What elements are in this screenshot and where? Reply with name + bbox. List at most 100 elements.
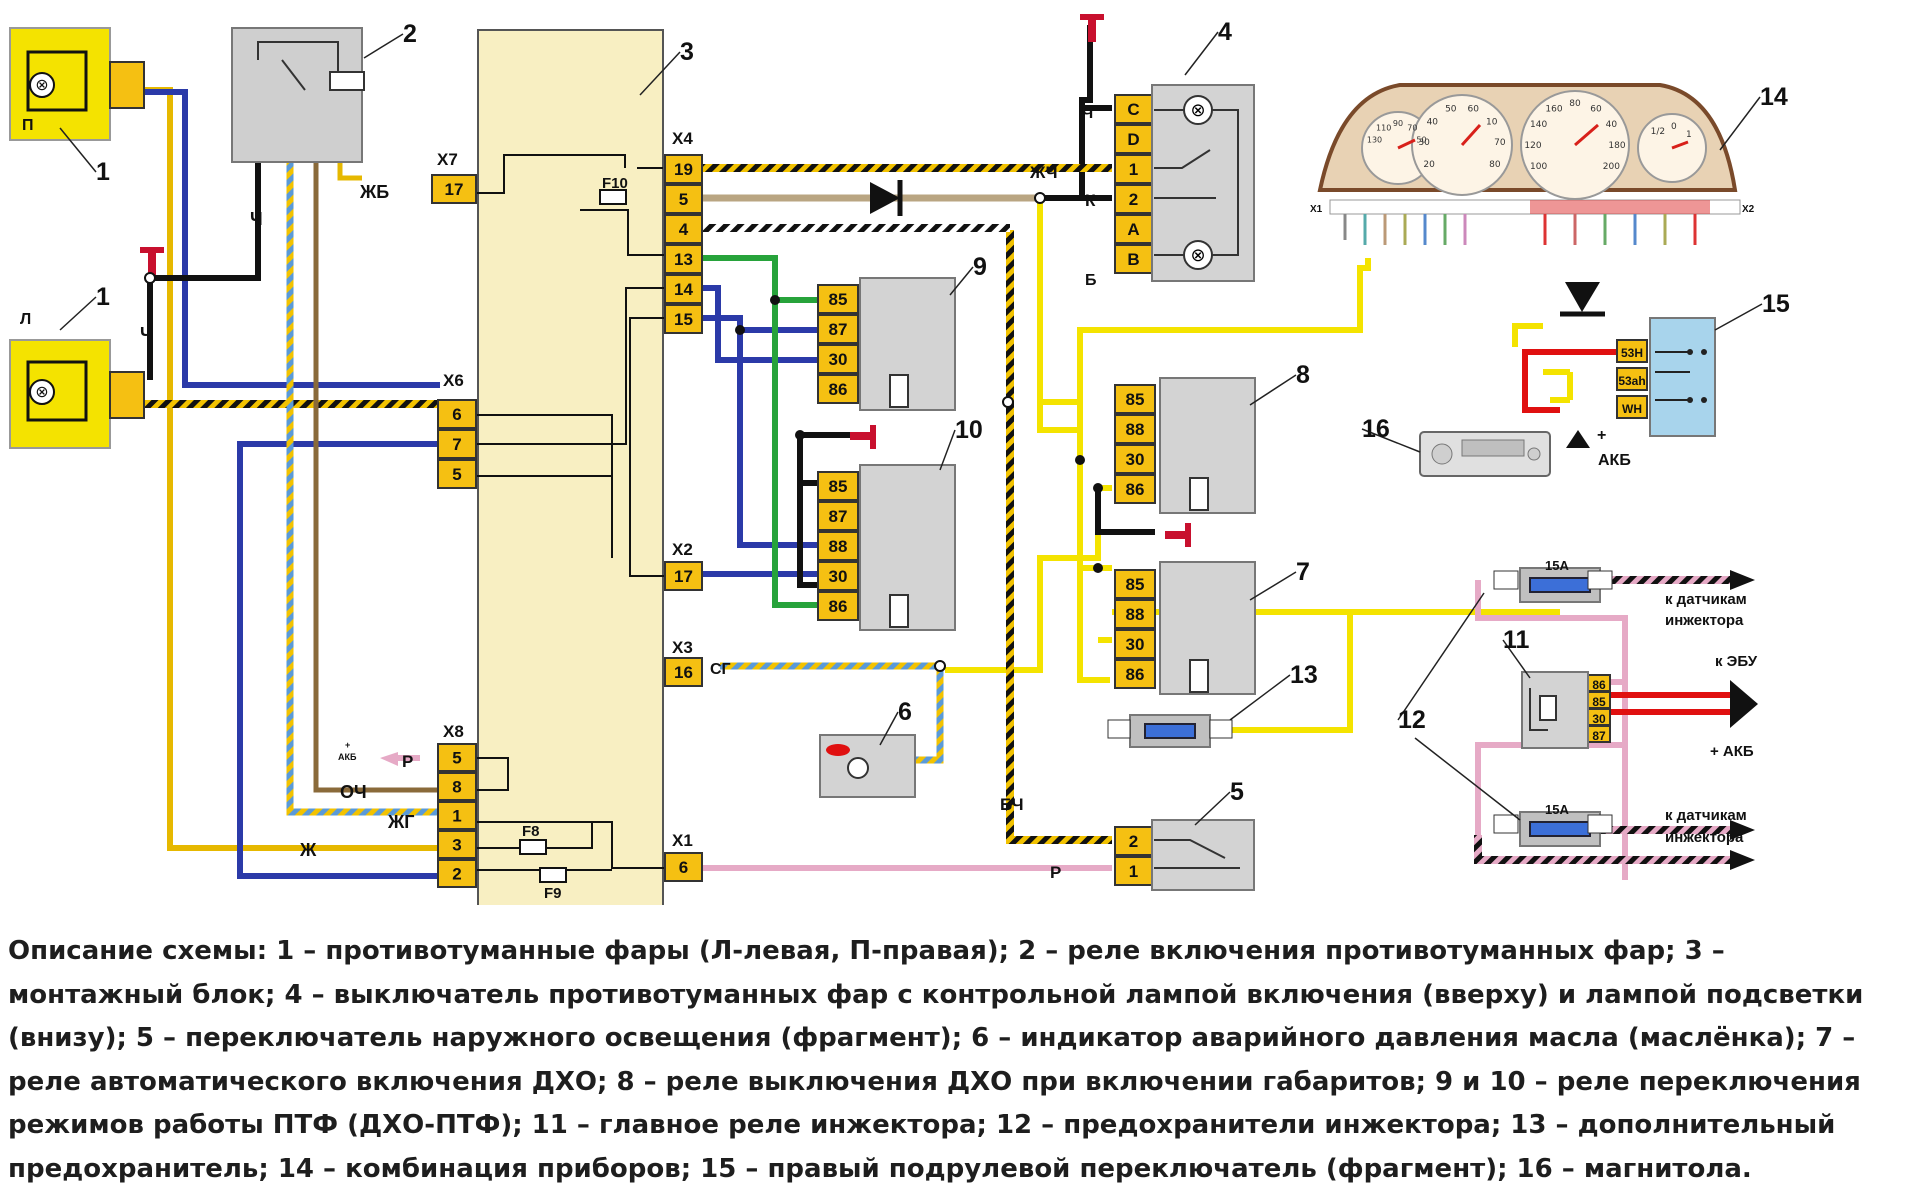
svg-text:88: 88: [1126, 420, 1145, 439]
svg-text:15: 15: [674, 310, 693, 329]
component-number-6: 6: [898, 698, 912, 726]
gauge-tick: 130: [1367, 135, 1382, 144]
sw15-pin-53H: 53H: [1616, 339, 1648, 363]
cluster-x2: X2: [1742, 204, 1755, 215]
gauge-tick: 70: [1494, 138, 1506, 148]
gauge-tick: 110: [1376, 124, 1391, 133]
relay8-pin-86: 86: [1114, 474, 1156, 504]
svg-text:88: 88: [829, 537, 848, 556]
diode-main: [870, 180, 903, 216]
svg-text:1: 1: [1129, 862, 1138, 881]
gauge-tick: 120: [1524, 141, 1541, 151]
fuse-12-top-rating: 15A: [1545, 558, 1569, 573]
gauge-tick: 100: [1530, 162, 1547, 172]
x4-pin-14: 14: [664, 274, 703, 304]
gauge-tick: 160: [1545, 105, 1562, 115]
x1-label: X1: [672, 831, 693, 850]
svg-text:1: 1: [1129, 160, 1138, 179]
gauge-tick: 80: [1569, 99, 1581, 109]
x3-pin-16: 16: [664, 657, 703, 687]
gauge-tick: 40: [1427, 117, 1439, 127]
x7-label: X7: [437, 150, 458, 169]
gauge-tick: 60: [1590, 105, 1602, 115]
svg-text:53H: 53H: [1621, 346, 1643, 360]
svg-text:2: 2: [1129, 190, 1138, 209]
gauge-tick: 140: [1530, 120, 1547, 130]
akb-plus: +: [1597, 427, 1606, 444]
relay-7: [1159, 561, 1256, 695]
x8-pin-1: 1: [437, 801, 477, 830]
wire-ch-1: Ч: [250, 209, 263, 229]
component-number-14: 14: [1760, 83, 1788, 111]
svg-text:2: 2: [1129, 832, 1138, 851]
steering-switch: [1649, 317, 1716, 437]
component-number-7: 7: [1296, 558, 1310, 586]
svg-text:⊗: ⊗: [35, 382, 48, 401]
wire-och: ОЧ: [340, 782, 367, 802]
x1-pin-6: 6: [664, 852, 703, 882]
switch4-pin-2: 2: [1114, 184, 1153, 214]
relay7-pin-88: 88: [1114, 599, 1156, 629]
akb-small: АКБ: [338, 752, 357, 762]
relay-8: [1159, 377, 1256, 514]
to-injectors-top-1: к датчикам: [1665, 591, 1747, 608]
svg-text:86: 86: [1126, 665, 1145, 684]
component-number-12: 12: [1398, 706, 1426, 734]
gauge-tick: 50: [1416, 135, 1426, 144]
fuse-f10-label: F10: [602, 175, 628, 192]
component-number-9: 9: [973, 253, 987, 281]
relay11-pin-30: 30: [1587, 708, 1611, 726]
x4-pin-15: 15: [664, 304, 703, 334]
component-number-10: 10: [955, 416, 983, 444]
connection-arrows: [1566, 430, 1758, 870]
svg-text:85: 85: [1126, 575, 1145, 594]
component-number-13: 13: [1290, 661, 1318, 689]
to-injectors-bottom-2: инжектора: [1665, 829, 1744, 846]
wiring-diagram: F10 F8 F9 X4 X7 X6 X2 X3 X8 X1 858730861…: [9, 14, 1790, 909]
x8-pin-2: 2: [437, 859, 477, 888]
relay11-pin-85: 85: [1587, 691, 1611, 709]
svg-text:85: 85: [1592, 695, 1606, 709]
switch5-pin-1: 1: [1114, 856, 1153, 886]
fog-light-left: ⊗: [9, 339, 145, 449]
component-number-1: 1: [96, 158, 110, 186]
oil-pressure-indicator: [819, 734, 916, 798]
svg-text:87: 87: [1592, 729, 1606, 743]
injector-fuse-top: [1493, 567, 1613, 603]
wire-k: К: [1085, 191, 1096, 210]
relay10-pin-88: 88: [817, 531, 859, 561]
component-number-8: 8: [1296, 361, 1310, 389]
gauge-tick: 1: [1686, 130, 1692, 140]
to-ecu-label: к ЭБУ: [1715, 653, 1758, 670]
fuse-f9-label: F9: [544, 885, 562, 902]
akb-small-plus: +: [345, 740, 350, 750]
x4-pin-19: 19: [664, 154, 703, 184]
akb-label: АКБ: [1598, 452, 1631, 469]
x3-label: X3: [672, 638, 693, 657]
car-radio: [1419, 431, 1551, 477]
svg-text:86: 86: [829, 380, 848, 399]
relay10-pin-87: 87: [817, 501, 859, 531]
x6-pin-6: 6: [437, 399, 477, 429]
svg-text:30: 30: [829, 567, 848, 586]
svg-text:C: C: [1127, 100, 1139, 119]
fog-switch: ⊗ ⊗: [1151, 84, 1255, 282]
gauge-tick: 200: [1603, 162, 1620, 172]
component-number-5: 5: [1230, 778, 1244, 806]
wire-r-2: Р: [1050, 863, 1061, 882]
relay10-pin-30: 30: [817, 561, 859, 591]
x8-pin-3: 3: [437, 830, 477, 859]
wire-ch-2: Ч: [140, 324, 153, 344]
switch4-pin-B: B: [1114, 244, 1153, 274]
gauge-tick: 180: [1608, 141, 1625, 151]
svg-text:3: 3: [452, 836, 461, 855]
relay8-pin-85: 85: [1114, 384, 1156, 414]
svg-text:⊗: ⊗: [1190, 100, 1205, 121]
svg-text:13: 13: [674, 250, 693, 269]
fog-light-left-label: Л: [20, 311, 31, 328]
svg-text:88: 88: [1126, 605, 1145, 624]
gauge-tick: 70: [1407, 124, 1417, 133]
relay11-pin-87: 87: [1587, 725, 1611, 743]
x6-label: X6: [443, 371, 464, 390]
